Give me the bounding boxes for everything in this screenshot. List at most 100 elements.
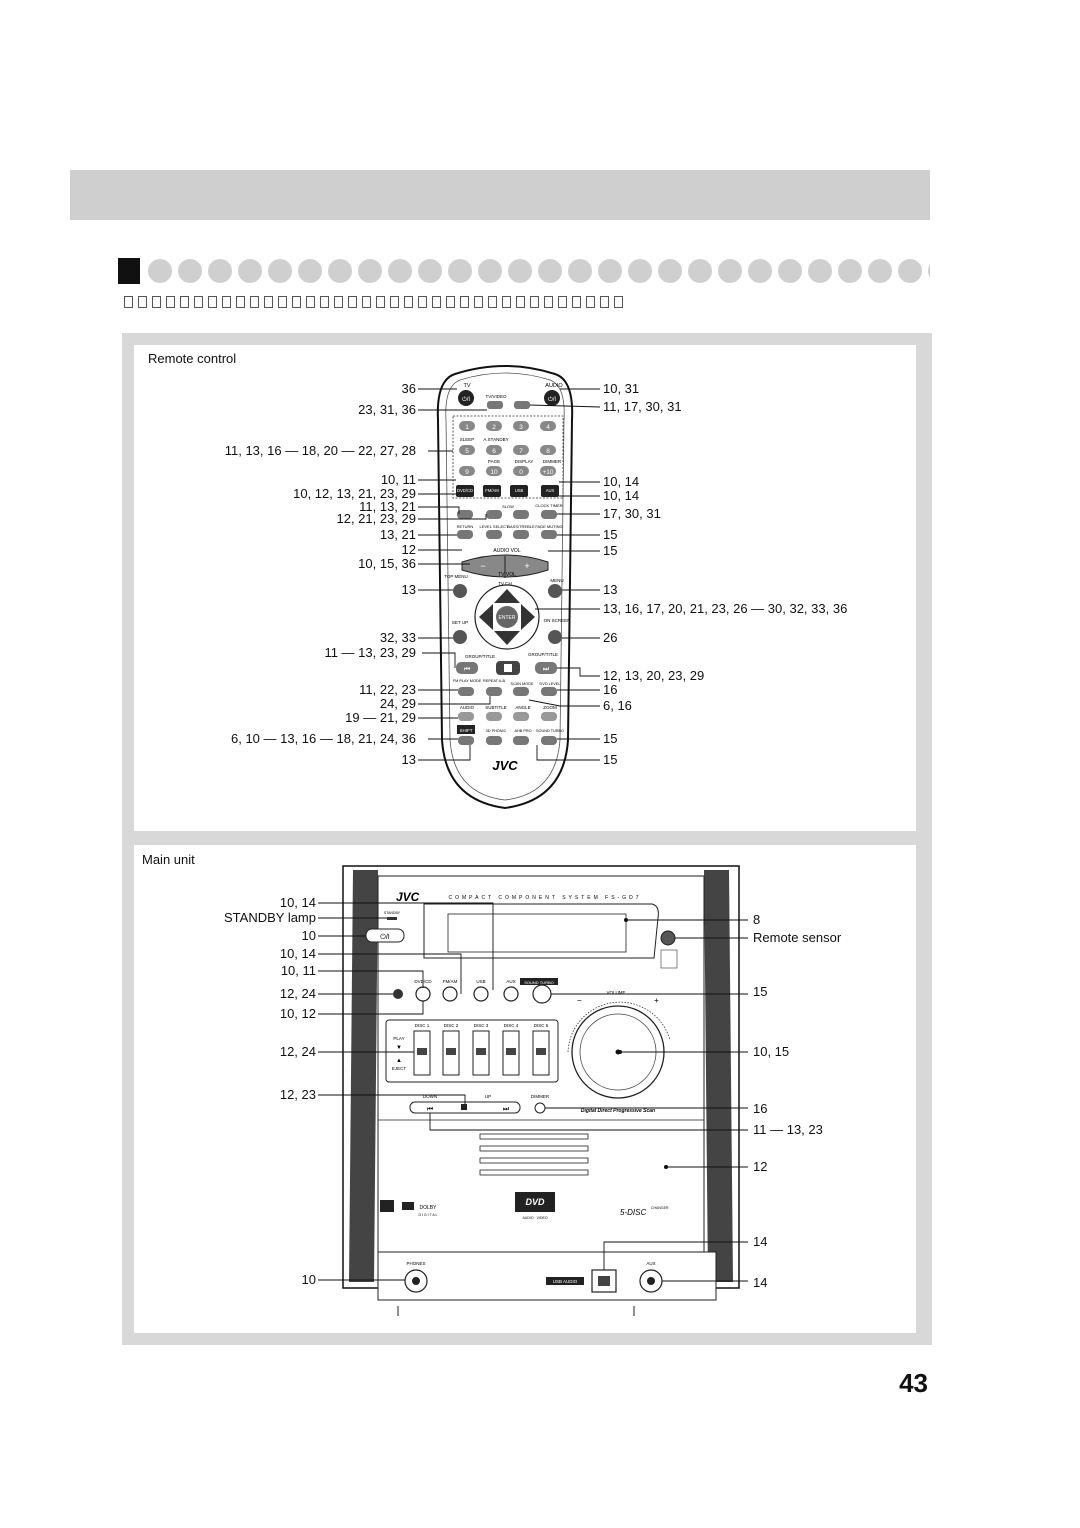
heading-dot <box>358 259 382 283</box>
remote-left-callout-11: 13 <box>401 582 416 597</box>
key-0-label: 0 <box>519 469 523 476</box>
zoom-button[interactable] <box>541 712 557 721</box>
main-unit-title: Main unit <box>142 852 195 867</box>
ahb-pro-button[interactable] <box>513 736 529 745</box>
subheading-glyph <box>404 296 413 308</box>
right-arrow-button[interactable] <box>521 604 535 630</box>
key-plus10-label: +10 <box>542 469 553 476</box>
subheading-glyph <box>320 296 329 308</box>
usb-audio-label: USB AUDIO <box>553 1279 578 1284</box>
scan-mode-button[interactable] <box>513 687 529 696</box>
key-3[interactable] <box>513 421 529 431</box>
tv-power-button[interactable] <box>458 390 474 406</box>
dvdcd-main-button[interactable] <box>415 986 431 1002</box>
heading-dot <box>748 259 772 283</box>
remote-right-callout-8: 13 <box>603 582 618 597</box>
fm-play-mode-button[interactable] <box>458 687 474 696</box>
sound-turbo-main-button[interactable] <box>532 984 552 1004</box>
dvd-level-button[interactable] <box>541 687 557 696</box>
remote-key-audio-label: AUDIO <box>545 383 563 389</box>
aux-main-button[interactable] <box>503 986 519 1002</box>
down-arrow-button[interactable] <box>494 631 520 645</box>
section-subheading-placeholder <box>118 294 638 312</box>
key-9[interactable] <box>459 466 475 476</box>
repeat-button[interactable] <box>486 687 502 696</box>
3d-phonic-button[interactable] <box>486 736 502 745</box>
tv-input-button[interactable] <box>514 401 530 409</box>
sound-turbo-button[interactable] <box>541 736 557 745</box>
top-menu-button[interactable] <box>453 584 467 598</box>
enter-button[interactable] <box>496 606 518 628</box>
remote-left-callout-1: 36 <box>401 381 416 396</box>
key-7[interactable] <box>513 445 529 455</box>
heading-dot <box>598 259 622 283</box>
next-button[interactable] <box>535 662 557 674</box>
main-left-callout-9: 12, 23 <box>279 1087 316 1102</box>
angle-button[interactable] <box>513 712 529 721</box>
prev-button[interactable] <box>456 662 478 674</box>
key-1[interactable] <box>459 421 475 431</box>
shift-button[interactable] <box>458 736 474 745</box>
standby-on-button[interactable] <box>365 928 405 943</box>
standby-lamp <box>387 917 397 920</box>
dvdcd-button[interactable] <box>456 485 474 497</box>
usb-main-button[interactable] <box>473 986 489 1002</box>
dimmer-main-button[interactable] <box>534 1102 546 1114</box>
heading-dot <box>418 259 442 283</box>
heading-dot <box>268 259 292 283</box>
tv-video-label: TV/VIDEO <box>485 394 507 399</box>
play-button[interactable] <box>457 510 473 519</box>
key-8-label: 8 <box>546 448 550 455</box>
subheading-glyph <box>446 296 455 308</box>
main-left-callout-5: 10, 11 <box>280 963 316 978</box>
prev-main-icon[interactable]: ⏮ <box>427 1106 433 1113</box>
play-pause-main-button[interactable] <box>393 989 403 999</box>
page-label: PAGE <box>488 459 500 464</box>
key-6-label: 6 <box>492 448 496 455</box>
fmam-main-button[interactable] <box>442 986 458 1002</box>
heading-dot <box>718 259 742 283</box>
disc-changer-logo: 5-DISC <box>620 1208 646 1217</box>
menu-label: MENU <box>550 578 563 583</box>
subtitle-button[interactable] <box>486 712 502 721</box>
key-10[interactable] <box>486 466 502 476</box>
menu-button[interactable] <box>548 584 562 598</box>
audio-button[interactable] <box>458 712 474 721</box>
set-up-button[interactable] <box>453 630 467 644</box>
key-2[interactable] <box>486 421 502 431</box>
on-screen-button[interactable] <box>548 630 562 644</box>
remote-control-title: Remote control <box>148 351 237 366</box>
stop-main-icon[interactable] <box>461 1104 467 1110</box>
return-button[interactable] <box>457 530 473 539</box>
key-0[interactable] <box>513 466 529 476</box>
ddps-logo: Digital Direct Progressive Scan <box>581 1108 655 1114</box>
slow-rev-button[interactable] <box>486 510 502 519</box>
key-plus10[interactable] <box>540 466 556 476</box>
key-5[interactable] <box>459 445 475 455</box>
remote-left-callout-5: 10, 12, 13, 21, 23, 29 <box>293 486 416 501</box>
bass-treble-button[interactable] <box>513 530 529 539</box>
audio-power-button[interactable] <box>544 390 560 406</box>
key-8[interactable] <box>540 445 556 455</box>
key-4[interactable] <box>540 421 556 431</box>
subheading-glyph <box>432 296 441 308</box>
usb-button[interactable] <box>510 485 528 497</box>
slow-fwd-button[interactable] <box>513 510 529 519</box>
next-main-icon[interactable]: ⏭ <box>503 1106 510 1113</box>
heading-dot <box>628 259 652 283</box>
clock-timer-button[interactable] <box>541 510 557 519</box>
level-select-button[interactable] <box>486 530 502 539</box>
aux-in-label: AUX <box>646 1261 655 1266</box>
tv-video-button[interactable] <box>487 401 503 409</box>
subheading-glyph <box>152 296 161 308</box>
fade-muting-button[interactable] <box>541 530 557 539</box>
heading-dot <box>568 259 592 283</box>
left-arrow-button[interactable] <box>479 604 493 630</box>
aux-button[interactable] <box>541 485 559 497</box>
audio-key-label: AUDIO <box>460 705 475 710</box>
top-menu-label: TOP MENU <box>444 574 468 579</box>
remote-key-tv-label: TV <box>463 383 470 389</box>
up-arrow-button[interactable] <box>494 589 520 603</box>
fmam-button[interactable] <box>483 485 501 497</box>
key-6[interactable] <box>486 445 502 455</box>
